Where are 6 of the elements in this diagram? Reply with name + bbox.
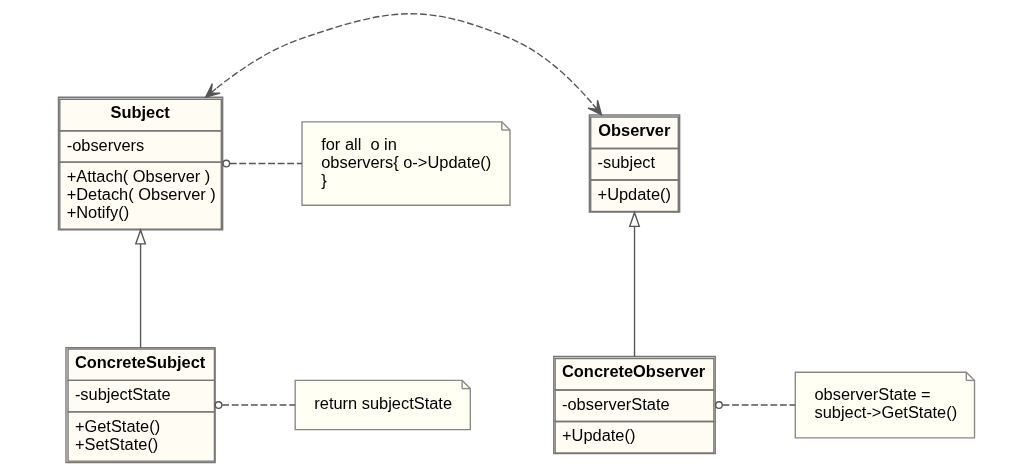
arrow — [204, 13, 603, 116]
arrow — [628, 210, 641, 358]
arrow — [134, 228, 147, 349]
connector — [222, 159, 303, 168]
connector — [214, 401, 296, 410]
connector — [715, 401, 796, 410]
